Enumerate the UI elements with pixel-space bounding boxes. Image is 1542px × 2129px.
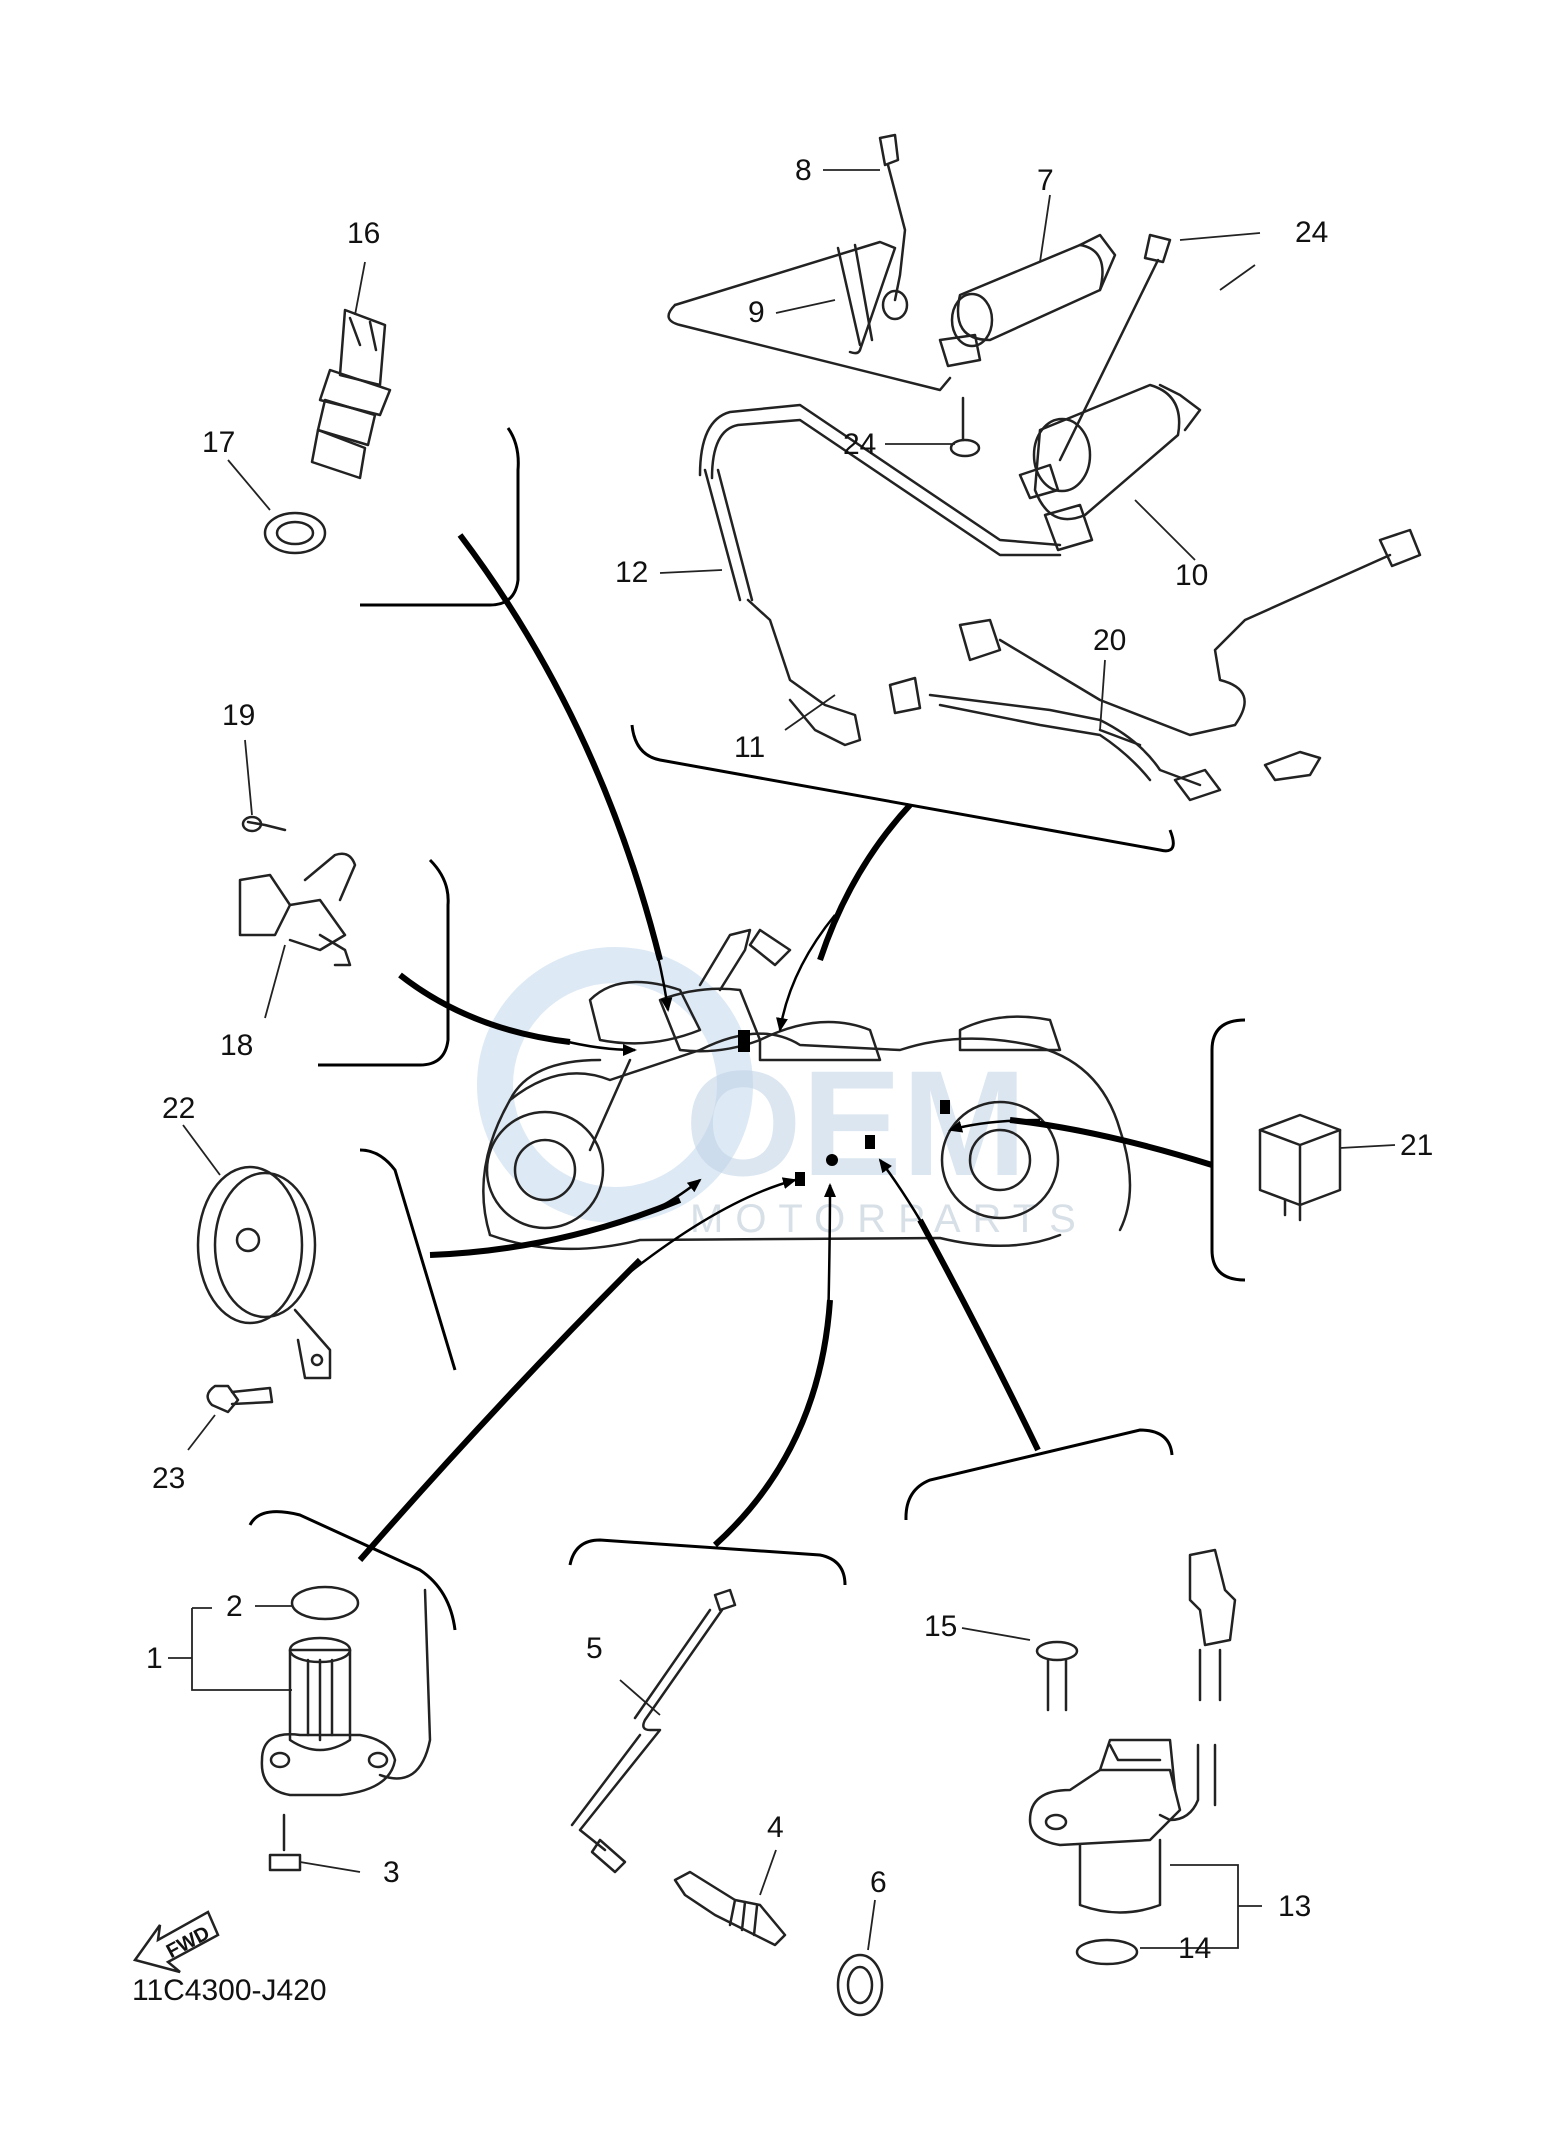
callout-17: 17 — [202, 426, 235, 459]
watermark-main: OEM — [685, 1039, 1027, 1207]
watermark-sub: MOTORPARTS — [690, 1197, 1088, 1241]
callout-12: 12 — [615, 556, 648, 589]
callout-3: 3 — [383, 1856, 400, 1889]
part-temperature-sensor[interactable] — [263, 308, 392, 555]
watermark: OEM MOTORPARTS — [477, 947, 1088, 1241]
callout-11: 11 — [734, 731, 765, 764]
part-sensor-13[interactable] — [1028, 1548, 1237, 1966]
callout-22: 22 — [162, 1092, 195, 1125]
part-ignition-coils[interactable] — [667, 133, 1202, 747]
callout-24-upper: 24 — [1295, 216, 1328, 249]
callout-7: 7 — [1037, 164, 1054, 197]
callout-24-lower: 24 — [843, 428, 876, 461]
callout-13: 13 — [1278, 1890, 1311, 1923]
callout-labels: 8 7 24 9 24 10 12 11 20 16 17 19 18 22 2… — [146, 154, 1433, 1965]
part-sensor-18[interactable] — [238, 815, 357, 967]
callout-20: 20 — [1093, 624, 1126, 657]
callout-23: 23 — [152, 1462, 185, 1495]
callout-15: 15 — [924, 1610, 957, 1643]
group-brackets — [248, 427, 1246, 1631]
part-wire-harness[interactable] — [888, 528, 1422, 802]
callout-leaders — [168, 169, 1396, 1951]
callout-1: 1 — [146, 1642, 163, 1675]
callout-21: 21 — [1400, 1129, 1433, 1162]
part-relay[interactable] — [1258, 1113, 1342, 1222]
callout-5: 5 — [586, 1632, 603, 1665]
part-sensor-4[interactable] — [570, 1588, 884, 2017]
callout-18: 18 — [220, 1029, 253, 1062]
callout-9: 9 — [748, 296, 765, 329]
fwd-arrow-icon: FWD — [132, 1910, 220, 1974]
callout-2: 2 — [226, 1590, 243, 1623]
callout-10: 10 — [1175, 559, 1208, 592]
callout-8: 8 — [795, 154, 812, 187]
diagram-code: 11C4300-J420 — [132, 1974, 327, 2007]
part-sensor-1[interactable] — [260, 1585, 432, 1872]
callout-19: 19 — [222, 699, 255, 732]
callout-16: 16 — [347, 217, 380, 250]
location-arrows — [357, 533, 1213, 1562]
part-horn[interactable] — [196, 1165, 332, 1414]
callout-4: 4 — [767, 1811, 784, 1844]
callout-14: 14 — [1178, 1932, 1211, 1965]
callout-6: 6 — [870, 1866, 887, 1899]
